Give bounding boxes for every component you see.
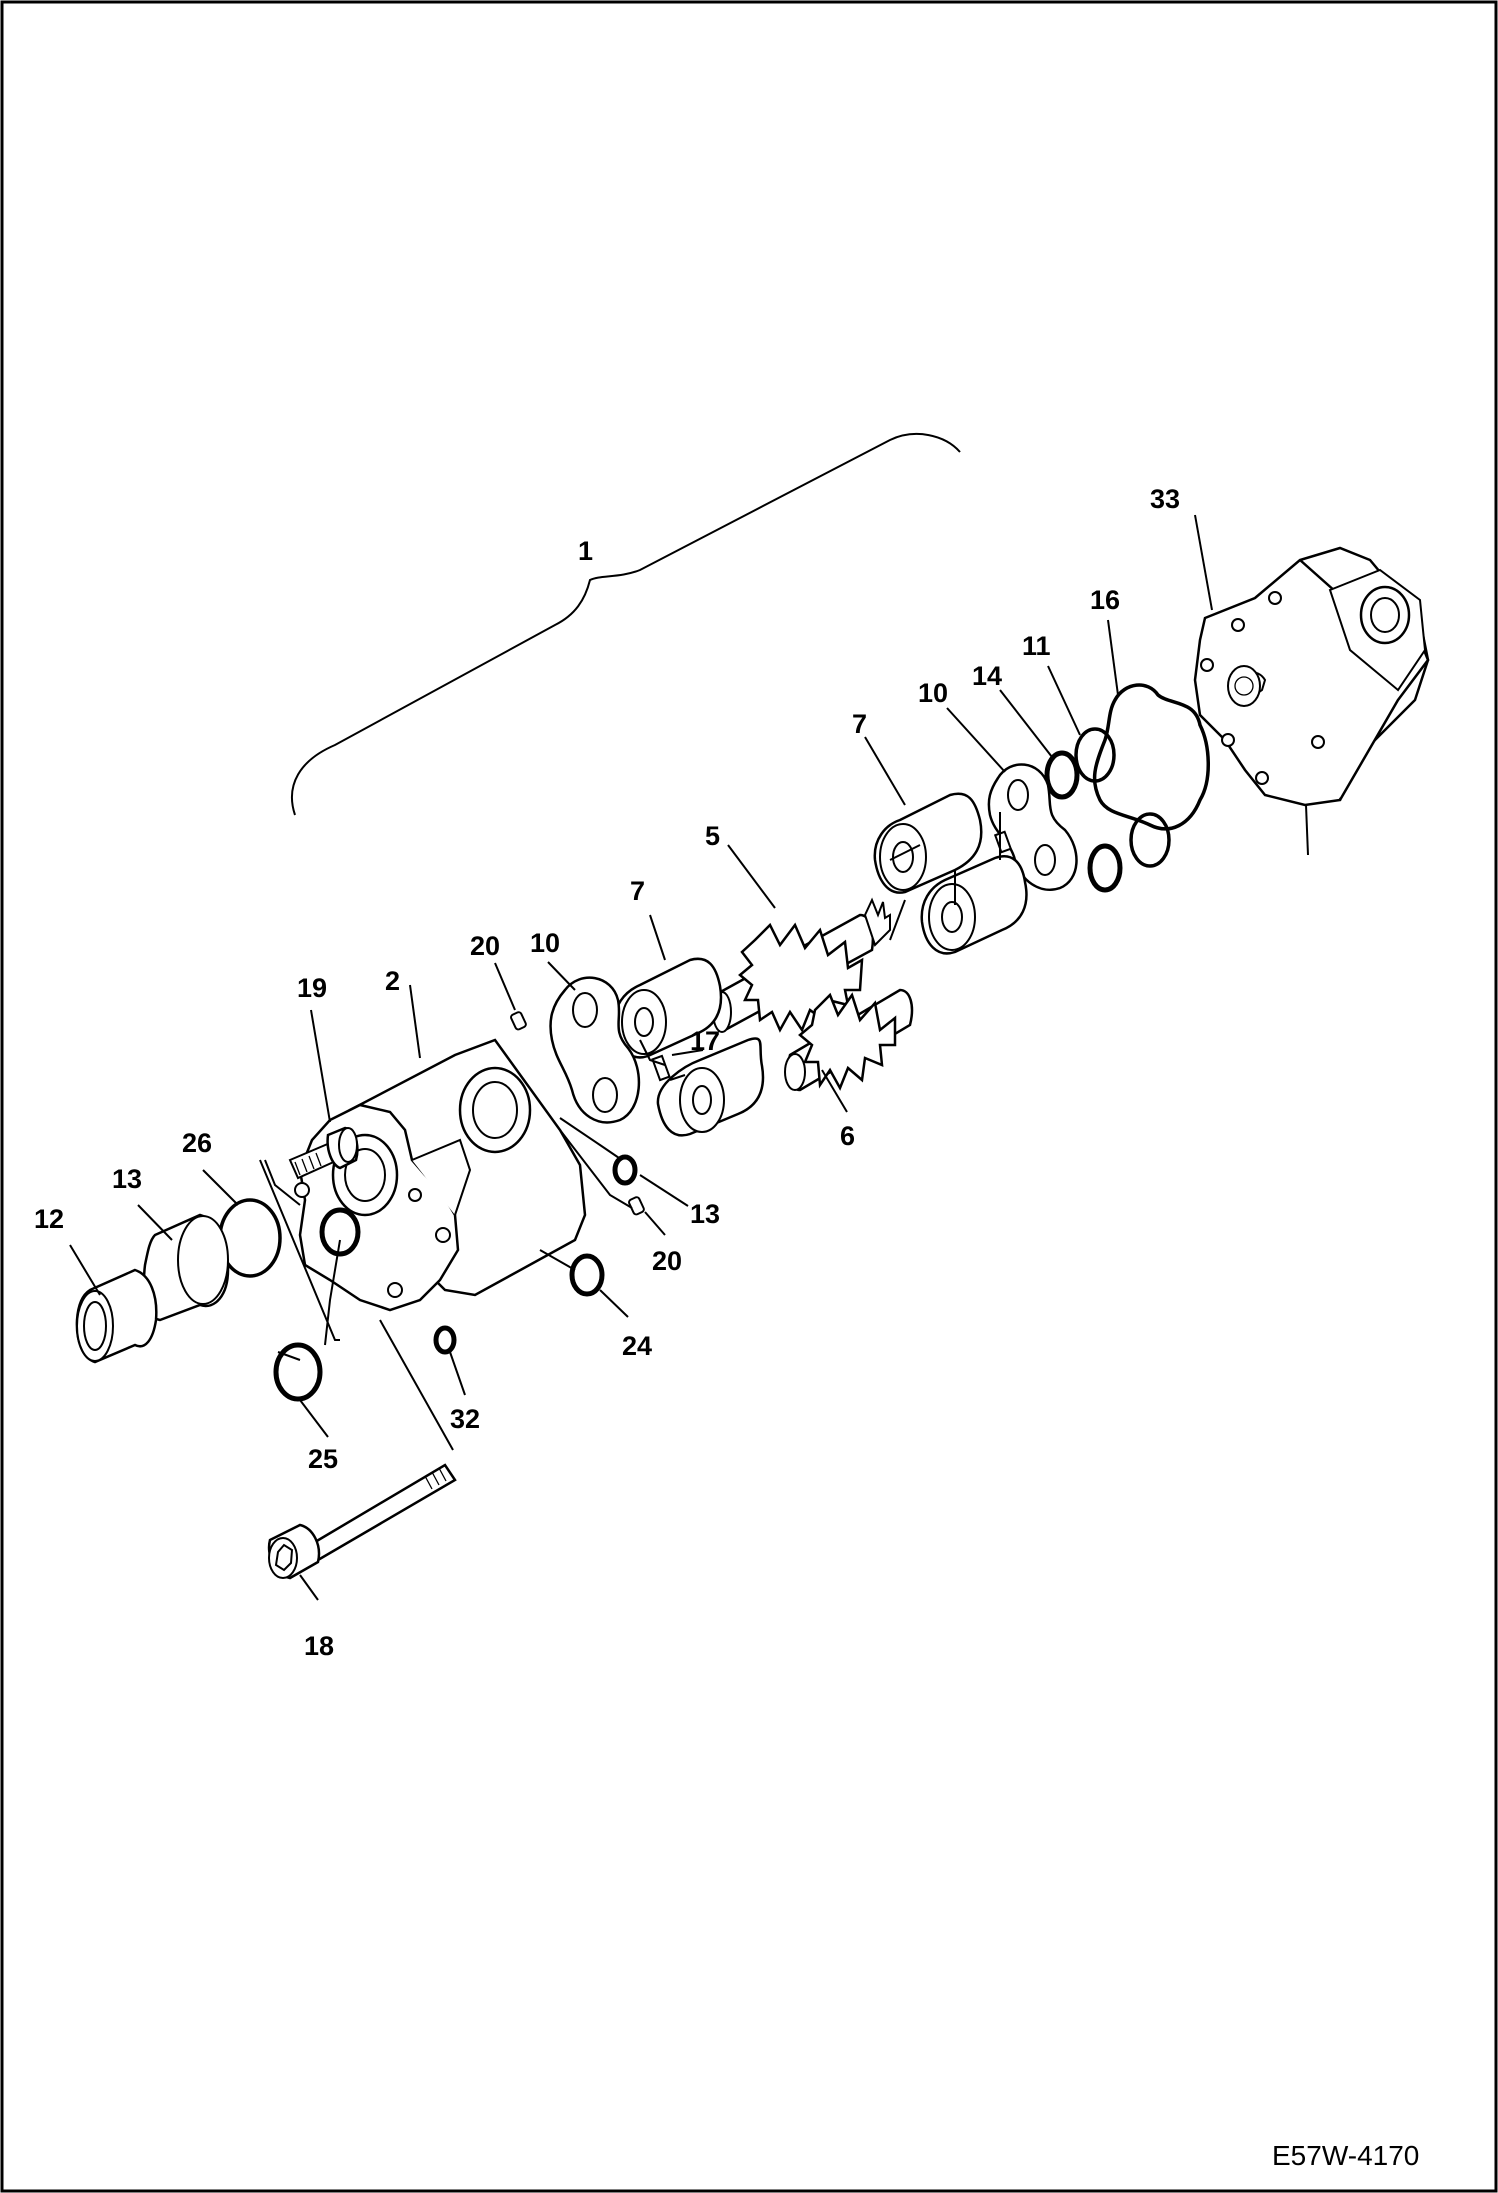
figure-code: E57W-4170 — [1272, 2140, 1419, 2171]
seal-ring-11a — [1074, 727, 1116, 783]
callout-32: 32 — [450, 1404, 480, 1434]
backup-ring-14a — [1044, 750, 1080, 800]
callout-33: 33 — [1150, 484, 1180, 514]
assembly-brace — [290, 433, 961, 816]
backup-ring-14b — [1087, 843, 1123, 893]
bearing-block-7-left-upper — [613, 957, 723, 1059]
bearing-block-7-right-upper — [873, 792, 983, 894]
seal-ring-11b — [1129, 812, 1171, 868]
callout-6: 6 — [840, 1121, 855, 1151]
callout-5: 5 — [705, 821, 720, 851]
bearing-block-7-left-lower — [656, 1037, 765, 1137]
dowel-pin-17 — [651, 1054, 671, 1082]
cap-screw-19 — [288, 1126, 359, 1180]
needle-bearing-12 — [75, 1268, 158, 1364]
callout-labels: 33 16 11 14 10 7 5 7 10 20 2 19 1 17 6 1… — [34, 484, 1180, 1661]
callout-10-left: 10 — [530, 928, 560, 958]
callout-20-bottom: 20 — [652, 1246, 682, 1276]
o-ring-24 — [569, 1253, 605, 1297]
bushing-13 — [142, 1213, 230, 1322]
callout-14: 14 — [972, 661, 1002, 691]
cap-screw-18 — [267, 1463, 457, 1580]
callout-25: 25 — [308, 1444, 338, 1474]
leader-lines — [69, 514, 1213, 1601]
callout-7-right: 7 — [852, 709, 867, 739]
pump-cover-part — [1193, 546, 1430, 856]
callout-19: 19 — [297, 973, 327, 1003]
callout-7-left: 7 — [630, 876, 645, 906]
callout-26: 26 — [182, 1128, 212, 1158]
bearing-block-7-right-lower — [920, 855, 1028, 955]
callout-1: 1 — [578, 536, 593, 566]
figure-eight-seal-16 — [1092, 683, 1210, 831]
pump-body-2 — [294, 1038, 587, 1312]
dowel-pin-20-top — [510, 1011, 527, 1031]
callout-17: 17 — [690, 1026, 720, 1056]
callout-2: 2 — [385, 966, 400, 996]
callout-12: 12 — [34, 1204, 64, 1234]
o-ring-32 — [433, 1325, 457, 1355]
driven-gear-6 — [784, 988, 914, 1092]
dowel-pin-20-bottom — [628, 1196, 645, 1216]
callout-18: 18 — [304, 1631, 334, 1661]
callout-16: 16 — [1090, 585, 1120, 615]
callout-13: 13 — [112, 1164, 142, 1194]
callout-15: 13 — [690, 1199, 720, 1229]
callout-10-right: 10 — [918, 678, 948, 708]
callout-20-top: 20 — [470, 931, 500, 961]
o-ring-15 — [612, 1154, 638, 1186]
callout-11: 11 — [1022, 631, 1051, 661]
o-ring-25 — [273, 1342, 323, 1402]
callout-24: 24 — [622, 1331, 652, 1361]
